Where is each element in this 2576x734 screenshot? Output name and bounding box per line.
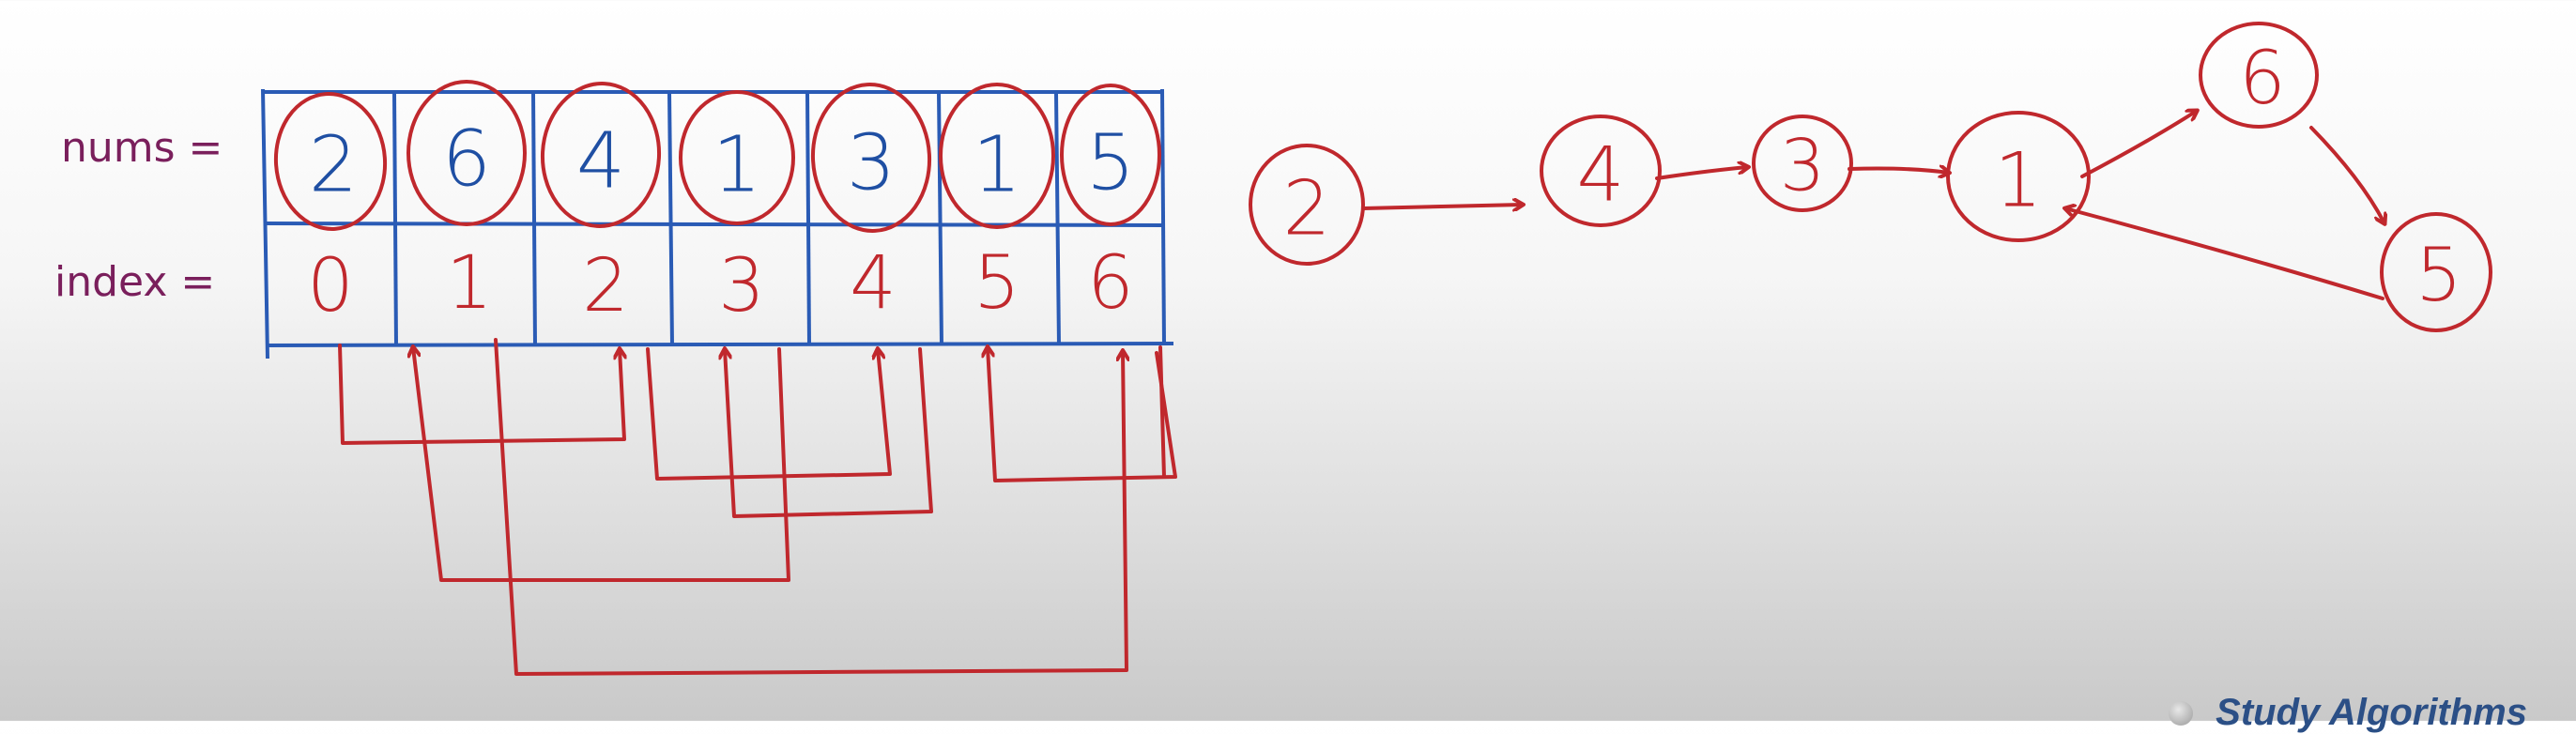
- edge-2-to-4: [1361, 205, 1523, 208]
- graph-node: 3: [1752, 115, 1853, 212]
- node-label: 5: [2415, 234, 2462, 318]
- node-label: 6: [2239, 37, 2286, 121]
- edge-3-to-1: [1848, 169, 1949, 174]
- node-label: 4: [1577, 131, 1625, 219]
- lightbulb-icon: [2169, 700, 2194, 726]
- node-label: 2: [1283, 165, 1331, 252]
- index-cell: 5: [974, 241, 1020, 326]
- nums-cell: 1: [973, 121, 1021, 210]
- pointer-arrow: [413, 347, 790, 582]
- index-cell: 6: [1087, 241, 1134, 326]
- pointer-arrow: [988, 347, 1177, 482]
- node-label: 1: [1995, 137, 2043, 224]
- pointer-arrow: [646, 349, 892, 481]
- index-cell: 2: [582, 244, 629, 329]
- watermark-text: Study Algorithms: [2216, 692, 2527, 733]
- watermark: Study Algorithms: [2169, 692, 2527, 734]
- pointer-arrow: [725, 349, 933, 518]
- node-label: 3: [1780, 124, 1825, 207]
- nums-cell: 6: [442, 115, 491, 205]
- nums-cell: 3: [847, 119, 896, 208]
- nums-cell: 2: [309, 121, 358, 210]
- linked-list-graph: 2 4 3 1 6 5: [1249, 22, 2492, 332]
- index-label: index =: [54, 258, 215, 306]
- edge-5-to-1: [2065, 208, 2384, 300]
- graph-edges: [1361, 111, 2384, 300]
- graph-node: 5: [2380, 212, 2492, 332]
- pointer-arrow: [338, 344, 624, 445]
- graph-node: 6: [2199, 22, 2319, 129]
- nums-cell: 4: [576, 117, 625, 206]
- index-cell: 0: [307, 244, 354, 329]
- index-row: 0 1 2 3 4 5 6: [307, 241, 1134, 329]
- index-cell: 1: [446, 241, 493, 326]
- nums-cell: 1: [713, 121, 761, 210]
- pointer-connectors: [338, 338, 1177, 676]
- edge-6-to-5: [2309, 126, 2384, 223]
- index-cell: 4: [850, 241, 897, 326]
- edge-1-to-6: [2080, 111, 2197, 178]
- nums-label: nums =: [61, 124, 222, 172]
- pointer-arrow: [494, 338, 1127, 676]
- nums-cell: 5: [1086, 119, 1135, 208]
- graph-node: 4: [1540, 115, 1662, 227]
- graph-node: 2: [1249, 144, 1365, 266]
- edge-4-to-3: [1655, 167, 1748, 180]
- value-circles: [273, 80, 1161, 233]
- pointer-line: [1158, 345, 1166, 479]
- graph-node: 1: [1946, 111, 2091, 242]
- index-cell: 3: [718, 244, 765, 329]
- nums-row: 2 6 4 1 3 1 5: [309, 115, 1135, 210]
